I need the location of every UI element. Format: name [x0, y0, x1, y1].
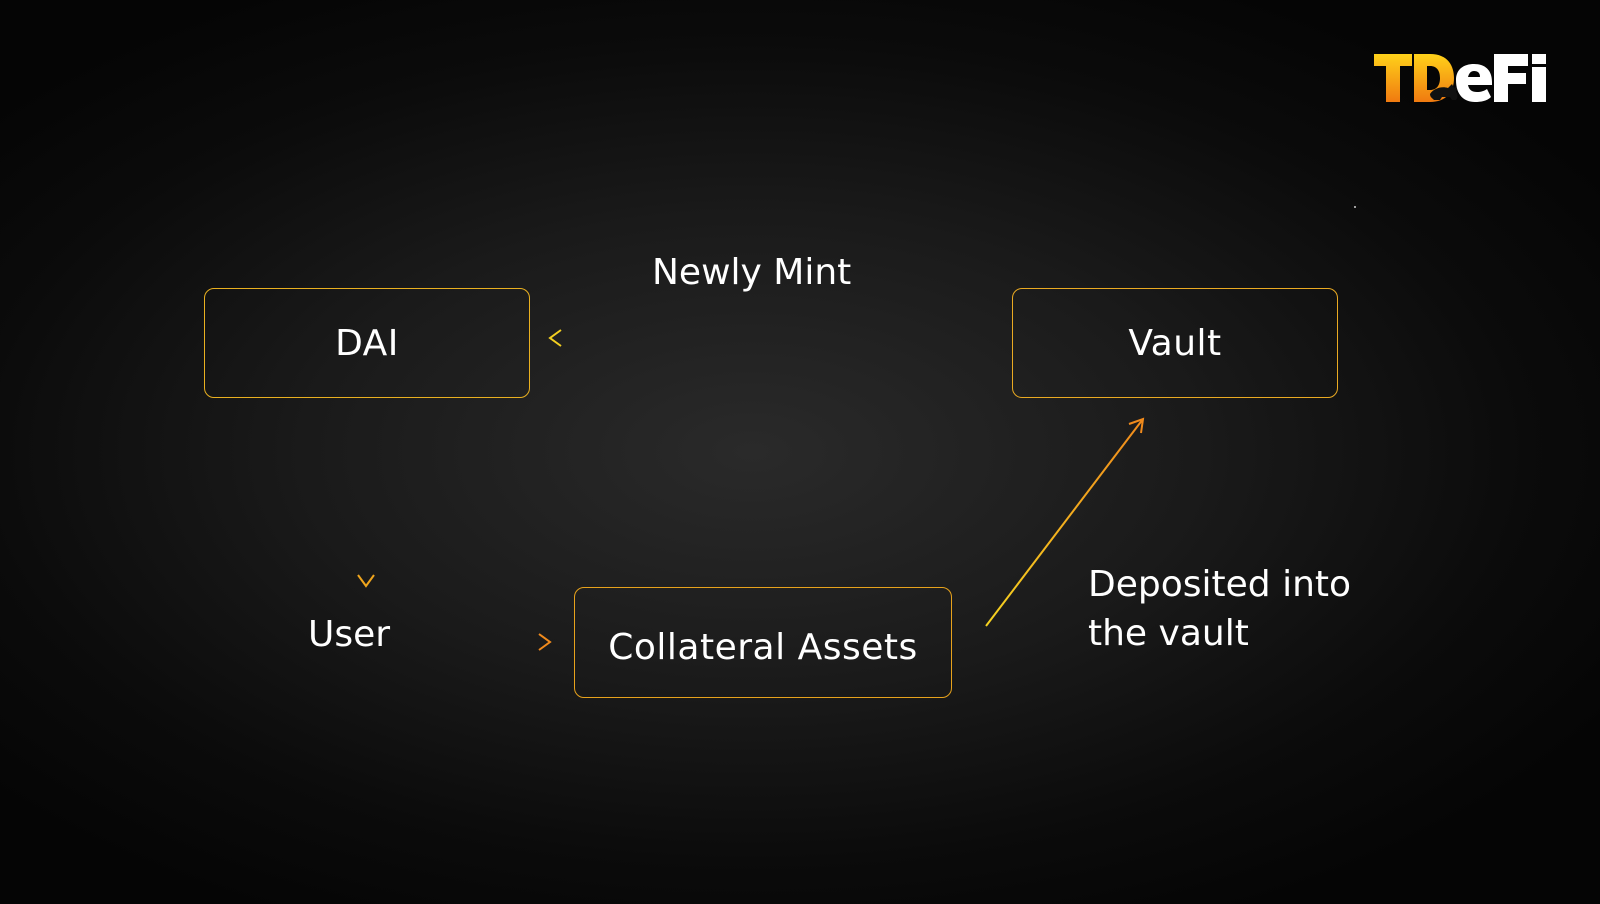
tdefi-logo [1374, 54, 1546, 102]
vault-node: Vault [1012, 288, 1338, 398]
speck-dot [1354, 206, 1356, 208]
deposited-line-2: the vault [1088, 613, 1249, 654]
vault-node-label: Vault [1128, 322, 1222, 364]
collateral-assets-label: Collateral Assets [608, 627, 918, 668]
collateral-assets-node: Collateral Assets [574, 587, 952, 698]
deposited-line-1: Deposited into [1088, 564, 1352, 605]
arrow-dai-to-user [357, 407, 375, 588]
bull-icon [1430, 84, 1458, 100]
dai-node: DAI [204, 288, 530, 398]
deposited-into-vault-label: Deposited into the vault [1088, 560, 1351, 658]
arrow-user-to-collateral [412, 633, 552, 651]
user-label: User [308, 614, 391, 655]
dai-node-label: DAI [335, 322, 399, 364]
newly-mint-label: Newly Mint [652, 252, 852, 293]
arrow-vault-to-dai [548, 329, 976, 347]
